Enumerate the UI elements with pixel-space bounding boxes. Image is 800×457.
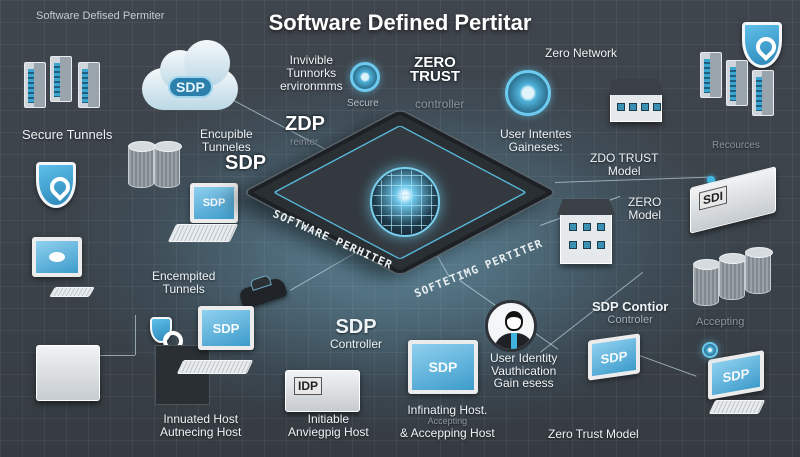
- label-user-intents: User Intentes Gaineses:: [500, 127, 572, 155]
- keyboard-icon: [708, 400, 766, 414]
- software-perimeter-platform: [244, 109, 556, 307]
- server-rack-icon: [50, 56, 72, 102]
- label-zero-trust-model: Zero Trust Model: [548, 427, 639, 441]
- initiating-host-monitor-icon: SDP: [408, 340, 478, 394]
- keyboard-icon: [49, 287, 95, 297]
- storage-cylinder-icon: [693, 259, 721, 306]
- server-rack-icon: [700, 52, 722, 98]
- laptop-icon: SDP: [190, 183, 238, 223]
- label-sdp-contor: SDP Contior Controler: [592, 299, 669, 327]
- server-rack-icon: [78, 62, 100, 108]
- storage-cylinder-icon: [745, 247, 773, 294]
- main-title: Software Defined Pertitar: [268, 10, 532, 35]
- label-zdp-sub: reinter: [290, 137, 319, 148]
- sdp-cloud-icon: SDP: [142, 40, 238, 110]
- label-invisible-tunnels: Invivible Tunnorks ervironmms: [280, 53, 343, 94]
- label-initiable-host: Initiable Anviegpig Host: [288, 412, 369, 440]
- globe-icon: [370, 167, 440, 237]
- label-zero-network: Zero Network: [545, 46, 618, 60]
- desktop-monitor-icon: SDP: [198, 306, 254, 350]
- building-icon: [610, 92, 662, 122]
- connector-line: [100, 355, 135, 356]
- label-initiating-accepting-host: Infinating Host. Accepting & Accepping H…: [400, 403, 495, 441]
- shield-icon: [150, 317, 172, 343]
- server-rack-icon: [726, 60, 748, 106]
- server-rack-icon: [24, 62, 46, 108]
- label-zdo-trust-model: ZDO TRUST Model: [590, 151, 659, 179]
- label-secure-tunnels: Secure Tunnels: [22, 127, 113, 142]
- shield-icon: [742, 22, 782, 68]
- secure-target-icon: [350, 62, 380, 92]
- cloud-sdp-label: SDP: [168, 76, 213, 98]
- server-box-icon: [36, 345, 100, 401]
- desktop-monitor-icon: [32, 237, 82, 277]
- label-sdp-controller: SDP Controller: [330, 316, 383, 351]
- label-user-identity: User Identity Vauthication Gain esess: [490, 351, 558, 391]
- label-secure: Secure: [347, 98, 379, 109]
- label-zero-model: ZERO Model: [628, 195, 662, 223]
- shield-icon: [36, 162, 76, 208]
- lock-circle-icon: [505, 70, 551, 116]
- label-encrypted-tunnels: Encempited Tunnels: [152, 269, 216, 297]
- server-rack-icon: [752, 70, 774, 116]
- keyboard-icon: [176, 360, 254, 374]
- zdp-badge: ZDP: [285, 113, 325, 135]
- storage-cylinder-icon: [154, 141, 182, 188]
- sdp-badge-left: SDP: [225, 152, 267, 174]
- sdp-device-icon: IDP: [285, 370, 360, 412]
- label-accepting-faint: Accepting: [696, 316, 745, 328]
- corner-title: Software Defised Permiter: [36, 10, 165, 22]
- pc-tower-icon: [155, 345, 210, 405]
- zero-trust-badge: ZERO TRUST: [410, 54, 460, 86]
- cloud-lock-icon: [702, 342, 718, 358]
- building-icon: [560, 212, 612, 264]
- label-initiated-host: Innuated Host Autnecing Host: [160, 412, 242, 440]
- connector-line: [135, 315, 136, 355]
- zero-trust-monitor-icon: SDP: [588, 333, 640, 381]
- label-controller-faint: controller: [415, 97, 465, 111]
- label-encupible-tunnels: Encupible Tunneles: [200, 127, 253, 155]
- user-avatar-icon: [485, 300, 537, 352]
- label-resources: Recources: [712, 140, 760, 151]
- laptop-keyboard-icon: [167, 224, 239, 242]
- connector-node: [707, 176, 715, 184]
- storage-cylinder-icon: [719, 253, 747, 300]
- storage-cylinder-icon: [128, 141, 156, 188]
